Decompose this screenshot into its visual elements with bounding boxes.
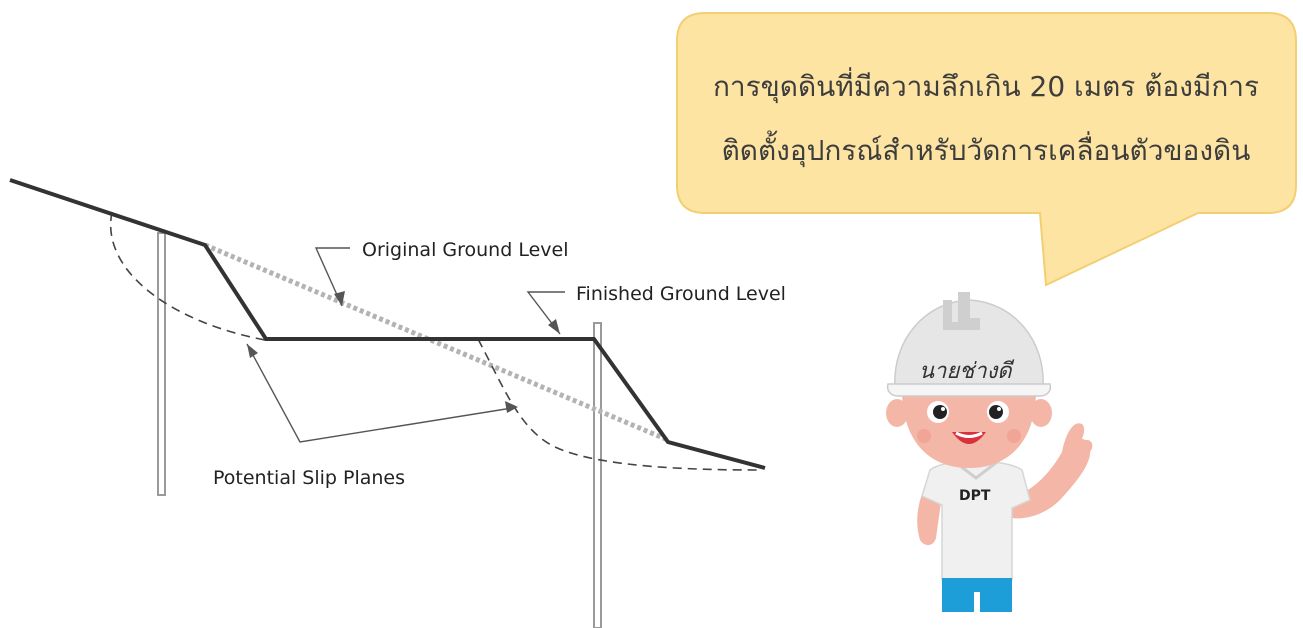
inclinometer-left bbox=[157, 232, 166, 496]
slip-plane-upper bbox=[109, 211, 266, 341]
mascot-leg-gap bbox=[974, 592, 980, 612]
finished-ground-leader bbox=[526, 291, 565, 335]
mascot-helmet-emblem bbox=[943, 292, 980, 330]
mascot-hand bbox=[1062, 423, 1093, 452]
mascot-raised-arm bbox=[1012, 438, 1091, 519]
mascot-left-cheek bbox=[917, 429, 931, 443]
label-finished-ground-level: Finished Ground Level bbox=[576, 283, 786, 305]
mascot-helmet-brim bbox=[886, 383, 1052, 397]
inclinometer-right bbox=[593, 322, 602, 628]
slip-plane-lower bbox=[477, 338, 758, 471]
speech-bubble: การขุดดินที่มีความลึกเกิน 20 เมตร ต้องมี… bbox=[676, 12, 1297, 287]
mascot-engineer: DPT นายช่างดี bbox=[886, 292, 1093, 612]
mascot-shirt-text: DPT bbox=[959, 488, 991, 504]
finished-ground-line bbox=[9, 178, 766, 470]
mascot-face bbox=[902, 390, 1036, 468]
mascot-left-ear bbox=[886, 399, 908, 427]
mascot-teeth bbox=[955, 431, 983, 438]
mascot-right-ear bbox=[1030, 399, 1052, 427]
speech-bubble-shape bbox=[676, 12, 1297, 287]
label-potential-slip-planes: Potential Slip Planes bbox=[213, 467, 405, 489]
slip-planes-leader bbox=[246, 343, 518, 443]
mascot-right-cheek bbox=[1007, 429, 1021, 443]
mascot-eyes bbox=[927, 401, 1009, 423]
mascot-hat-text: นายช่างดี bbox=[919, 359, 1015, 384]
label-original-ground-level: Original Ground Level bbox=[362, 239, 568, 261]
speech-bubble-line-2: ติดตั้งอุปกรณ์สำหรับวัดการเคลื่อนตัวของด… bbox=[722, 130, 1251, 168]
speech-bubble-line-1: การขุดดินที่มีความลึกเกิน 20 เมตร ต้องมี… bbox=[713, 67, 1259, 104]
original-ground-leader bbox=[314, 247, 350, 307]
